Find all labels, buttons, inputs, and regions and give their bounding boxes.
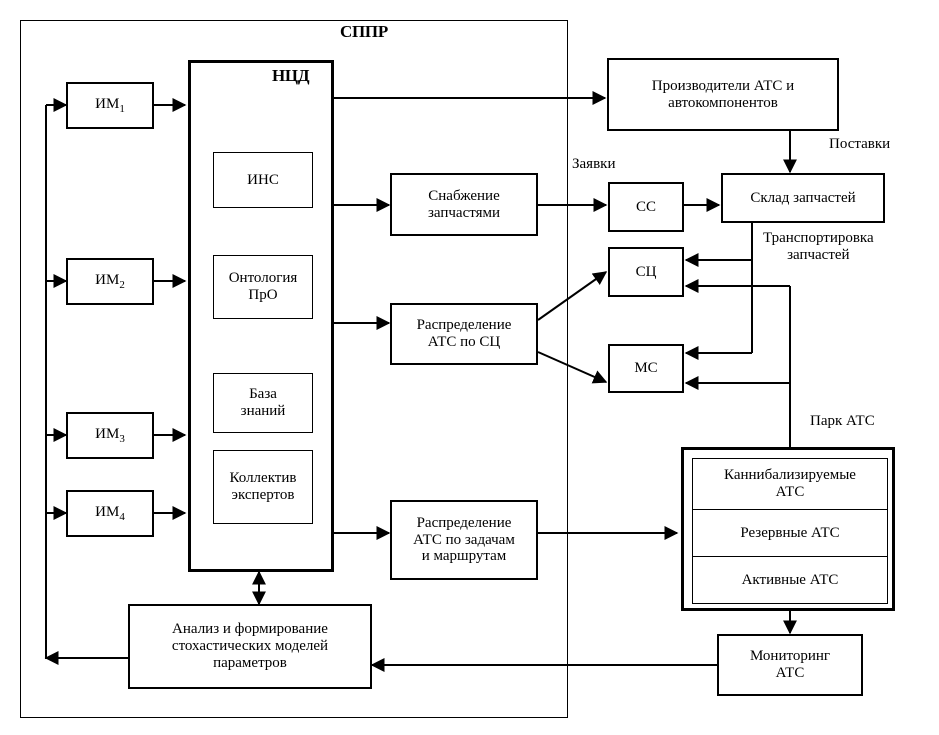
node-distribute-tasks-line2: АТС по задачам [413, 531, 515, 548]
node-im3-label: ИМ3 [95, 425, 125, 445]
label-transportirovka: Транспортировка запчастей [763, 230, 874, 264]
node-analysis-line2: стохастических моделей [171, 638, 329, 655]
node-warehouse[interactable]: Склад запчастей [721, 173, 885, 223]
node-sc-label: СЦ [635, 263, 657, 280]
node-experts[interactable]: Коллектив экспертов [213, 450, 313, 524]
label-transportirovka-line1: Транспортировка [763, 230, 874, 246]
node-supply-parts-line2: запчастями [427, 204, 501, 221]
node-distribute-tasks-line3: и маршрутам [421, 548, 507, 565]
node-im2-label: ИМ2 [95, 271, 125, 291]
node-ms[interactable]: МС [608, 344, 684, 393]
sppr-title: СППР [340, 22, 388, 41]
node-distribute-tasks[interactable]: Распределение АТС по задачам и маршрутам [390, 500, 538, 580]
node-supply-parts[interactable]: Снабжение запчастями [390, 173, 538, 236]
node-analysis[interactable]: Анализ и формирование стохастических мод… [128, 604, 372, 689]
node-knowledge-base[interactable]: База знаний [213, 373, 313, 433]
node-knowledge-base-line1: База [249, 386, 277, 403]
node-analysis-line1: Анализ и формирование [172, 621, 328, 638]
node-im4[interactable]: ИМ4 [66, 490, 154, 537]
node-manufacturers[interactable]: Производители АТС и автокомпонентов [607, 58, 839, 131]
node-cc[interactable]: СС [608, 182, 684, 232]
node-monitoring-line2: АТС [775, 665, 805, 681]
ncd-container [188, 60, 334, 572]
node-ontology-line1: Онтология [228, 270, 298, 287]
node-supply-parts-line1: Снабжение [428, 187, 500, 204]
node-im3[interactable]: ИМ3 [66, 412, 154, 459]
node-manufacturers-line1: Производители АТС и [651, 77, 795, 94]
node-reserve-label: Резервные АТС [740, 524, 840, 541]
node-experts-line1: Коллектив [229, 470, 297, 487]
node-im4-label: ИМ4 [95, 503, 125, 523]
node-knowledge-base-line2: знаний [240, 403, 286, 419]
node-ins[interactable]: ИНС [213, 152, 313, 208]
label-postavki: Поставки [829, 136, 891, 152]
node-ontology-line2: ПрО [248, 287, 278, 303]
node-monitoring[interactable]: Мониторинг АТС [717, 634, 863, 696]
park-ats-container: Каннибализируемые АТС Резервные АТС Акти… [681, 447, 895, 611]
node-im1-label: ИМ1 [95, 95, 125, 115]
node-ontology[interactable]: Онтология ПрО [213, 255, 313, 319]
node-warehouse-label: Склад запчастей [750, 189, 856, 206]
node-manufacturers-line2: автокомпонентов [668, 94, 778, 111]
node-cc-label: СС [635, 198, 656, 215]
node-distribute-sc-line1: Распределение [416, 317, 512, 334]
park-ats-title: Парк АТС [810, 413, 875, 429]
node-ins-label: ИНС [247, 171, 279, 188]
node-im2[interactable]: ИМ2 [66, 258, 154, 305]
node-distribute-tasks-line1: Распределение [416, 514, 512, 531]
node-reserve[interactable]: Резервные АТС [692, 509, 888, 557]
node-monitoring-line1: Мониторинг [749, 648, 831, 665]
sppr-container [20, 20, 568, 718]
node-active[interactable]: Активные АТС [692, 556, 888, 604]
node-im1[interactable]: ИМ1 [66, 82, 154, 129]
node-cannibalized-line1: Каннибализируемые [724, 467, 856, 484]
node-ms-label: МС [634, 360, 658, 377]
node-analysis-line3: параметров [213, 654, 287, 671]
node-distribute-sc-line2: АТС по СЦ [427, 334, 501, 350]
node-sc[interactable]: СЦ [608, 247, 684, 297]
ncd-title: НЦД [272, 66, 310, 85]
label-zayavki: Заявки [572, 156, 616, 172]
node-cannibalized-line2: АТС [775, 484, 805, 500]
node-cannibalized[interactable]: Каннибализируемые АТС [692, 458, 888, 510]
node-active-label: Активные АТС [741, 571, 839, 588]
label-transportirovka-line2: запчастей [787, 246, 850, 263]
node-experts-line2: экспертов [231, 487, 295, 503]
node-distribute-sc[interactable]: Распределение АТС по СЦ [390, 303, 538, 365]
